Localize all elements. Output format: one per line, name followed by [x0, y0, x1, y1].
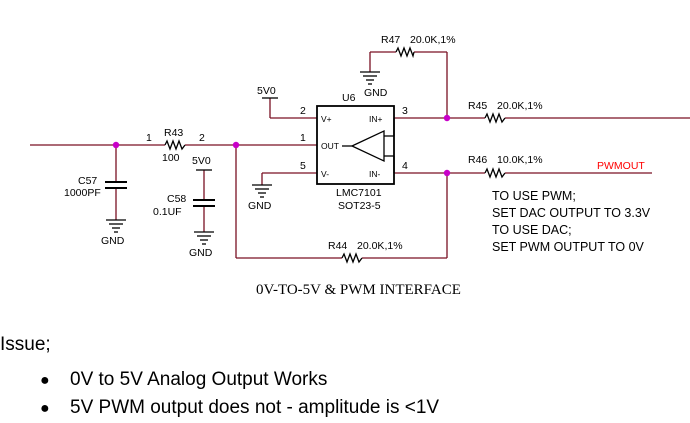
u6-pin-number-3: 3 — [402, 105, 408, 117]
resistor-r45 — [484, 112, 506, 124]
c58-ref: C58 — [167, 193, 186, 205]
gnd-symbol-r47 — [360, 71, 380, 85]
u6-pin-number-1: 1 — [300, 132, 306, 144]
gnd-symbol-c57 — [106, 219, 126, 233]
c57-value: 1000PF — [64, 187, 101, 199]
junctions — [112, 114, 451, 177]
note-line-2: SET DAC OUTPUT TO 3.3V — [492, 206, 651, 220]
u6-gnd-label: GND — [248, 200, 272, 212]
pwmout-net-label: PWMOUT — [597, 160, 645, 172]
issue-label: Issue; — [0, 334, 51, 355]
schematic-caption: 0V-TO-5V & PWM INTERFACE — [256, 282, 461, 298]
issue-item: ● 0V to 5V Analog Output Works — [40, 366, 439, 394]
r45-ref: R45 — [468, 100, 487, 112]
issue-item: ● 5V PWM output does not - amplitude is <… — [40, 394, 439, 422]
c58-value: 0.1UF — [153, 206, 182, 218]
note-line-1: TO USE PWM; — [492, 189, 576, 203]
u6-package: SOT23-5 — [338, 200, 381, 212]
r45-value: 20.0K,1% — [497, 100, 543, 112]
note-line-3: TO USE DAC; — [492, 223, 572, 237]
r47-ref: R47 — [381, 34, 400, 46]
r43-value: 100 — [162, 152, 180, 164]
resistor-r47 — [395, 46, 415, 59]
issue-list: ● 0V to 5V Analog Output Works ● 5V PWM ou… — [40, 366, 439, 422]
u6-pin-inminus: IN- — [369, 169, 381, 179]
r44-ref: R44 — [328, 240, 347, 252]
capacitor-c57 — [105, 181, 127, 189]
c58-gnd-label: GND — [189, 247, 213, 259]
resistor-r44 — [341, 252, 363, 264]
issue-item-text: 5V PWM output does not - amplitude is <1… — [70, 397, 440, 418]
schematic-diagram: R43 100 1 2 R44 20.0K,1% R45 20.0K,1% R4… — [30, 34, 690, 298]
ic-u6 — [316, 105, 395, 185]
r46-ref: R46 — [468, 154, 487, 166]
r47-value: 20.0K,1% — [410, 34, 456, 46]
u6-pin-inplus: IN+ — [369, 114, 383, 124]
issue-item-text: 0V to 5V Analog Output Works — [70, 369, 328, 390]
u6-part: LMC7101 — [336, 187, 382, 199]
u6-designator: U6 — [342, 92, 356, 104]
c58-5v0-label: 5V0 — [192, 155, 211, 167]
r43-pin2: 2 — [199, 132, 205, 144]
bullet-icon: ● — [40, 372, 50, 389]
note-line-4: SET PWM OUTPUT TO 0V — [492, 240, 645, 254]
r47-gnd-label: GND — [364, 87, 388, 99]
r43-pin1: 1 — [146, 132, 152, 144]
bullet-icon: ● — [40, 400, 50, 417]
r46-value: 10.0K,1% — [497, 154, 543, 166]
gnd-symbol-u6 — [252, 184, 272, 198]
u6-5v0-label: 5V0 — [257, 85, 276, 97]
u6-pin-out: OUT — [321, 141, 339, 151]
r44-value: 20.0K,1% — [357, 240, 403, 252]
r43-ref: R43 — [164, 127, 183, 139]
capacitor-c58 — [193, 199, 215, 207]
resistor-r43 — [164, 139, 186, 151]
gnd-symbol-c58 — [194, 231, 214, 245]
u6-pin-number-4: 4 — [402, 160, 408, 172]
c57-gnd-label: GND — [101, 235, 125, 247]
c57-ref: C57 — [78, 175, 97, 187]
u6-pin-number-2: 2 — [300, 105, 306, 117]
wires — [30, 51, 690, 259]
resistor-r46 — [484, 167, 506, 179]
u6-pin-number-5: 5 — [300, 160, 306, 172]
u6-pin-vplus: V+ — [321, 114, 332, 124]
u6-pin-vminus: V- — [321, 169, 329, 179]
